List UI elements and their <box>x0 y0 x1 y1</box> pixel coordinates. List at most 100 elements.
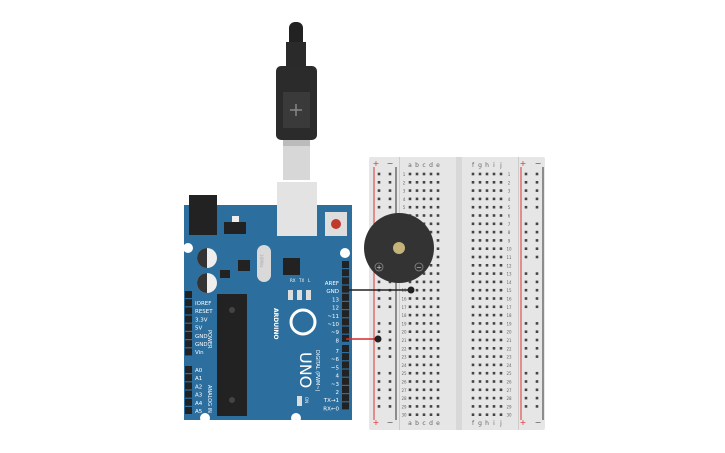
rail-hole[interactable] <box>388 297 392 300</box>
rail-hole[interactable] <box>377 380 381 383</box>
breadboard-hole[interactable] <box>408 338 412 342</box>
breadboard-hole[interactable] <box>499 305 503 309</box>
breadboard-hole[interactable] <box>478 181 482 184</box>
header-pin[interactable] <box>342 277 349 285</box>
header-pin[interactable] <box>185 299 192 307</box>
rail-hole[interactable] <box>377 297 381 300</box>
breadboard-hole[interactable] <box>485 347 489 350</box>
rail-hole[interactable] <box>535 405 539 408</box>
breadboard-hole[interactable] <box>492 272 496 275</box>
rail-hole[interactable] <box>535 330 539 333</box>
breadboard-hole[interactable] <box>492 230 496 234</box>
rail-hole[interactable] <box>388 305 392 309</box>
wire-pin8-end[interactable] <box>374 335 382 343</box>
breadboard-hole[interactable] <box>492 371 496 375</box>
breadboard-hole[interactable] <box>422 272 426 275</box>
breadboard-hole[interactable] <box>436 189 440 192</box>
breadboard-hole[interactable] <box>478 288 482 292</box>
breadboard-hole[interactable] <box>422 214 426 217</box>
breadboard-hole[interactable] <box>485 363 489 367</box>
breadboard-hole[interactable] <box>471 280 475 284</box>
rail-hole[interactable] <box>535 322 539 325</box>
breadboard-hole[interactable] <box>485 338 489 342</box>
breadboard-hole[interactable] <box>422 330 426 333</box>
breadboard-hole[interactable] <box>492 288 496 292</box>
breadboard-hole[interactable] <box>408 413 412 416</box>
header-pin[interactable] <box>185 291 192 298</box>
breadboard-hole[interactable] <box>492 264 496 267</box>
breadboard-hole[interactable] <box>492 222 496 226</box>
rail-hole[interactable] <box>388 181 392 184</box>
rail-hole[interactable] <box>377 347 381 350</box>
breadboard-hole[interactable] <box>478 255 482 259</box>
breadboard-hole[interactable] <box>429 297 433 300</box>
header-pin[interactable] <box>342 318 349 326</box>
breadboard-hole[interactable] <box>422 396 426 400</box>
breadboard-hole[interactable] <box>429 305 433 309</box>
breadboard-hole[interactable] <box>471 380 475 383</box>
breadboard-hole[interactable] <box>436 172 440 176</box>
header-pin[interactable] <box>185 332 192 339</box>
breadboard-hole[interactable] <box>499 347 503 350</box>
rail-hole[interactable] <box>377 405 381 408</box>
breadboard-hole[interactable] <box>422 380 426 383</box>
breadboard-hole[interactable] <box>499 355 503 358</box>
breadboard-hole[interactable] <box>429 322 433 325</box>
rail-hole[interactable] <box>377 355 381 358</box>
breadboard-hole[interactable] <box>429 338 433 342</box>
breadboard-hole[interactable] <box>422 181 426 184</box>
rail-hole[interactable] <box>524 255 528 259</box>
breadboard-hole[interactable] <box>408 405 412 408</box>
rail-hole[interactable] <box>388 355 392 358</box>
breadboard-hole[interactable] <box>492 396 496 400</box>
breadboard-hole[interactable] <box>436 255 440 259</box>
header-pin[interactable] <box>185 398 192 406</box>
breadboard-hole[interactable] <box>429 363 433 367</box>
breadboard-hole[interactable] <box>415 214 419 217</box>
breadboard-hole[interactable] <box>499 413 503 416</box>
breadboard-hole[interactable] <box>436 313 440 317</box>
rail-hole[interactable] <box>388 380 392 383</box>
rail-hole[interactable] <box>535 205 539 209</box>
breadboard-hole[interactable] <box>436 371 440 375</box>
breadboard-hole[interactable] <box>478 305 482 309</box>
header-pin[interactable] <box>185 382 192 390</box>
usb-cable[interactable] <box>276 22 317 180</box>
rail-hole[interactable] <box>535 197 539 201</box>
breadboard-hole[interactable] <box>422 388 426 392</box>
rail-hole[interactable] <box>377 181 381 184</box>
rail-hole[interactable] <box>524 189 528 192</box>
rail-hole[interactable] <box>524 205 528 209</box>
rail-hole[interactable] <box>377 396 381 400</box>
rail-hole[interactable] <box>377 189 381 192</box>
breadboard-hole[interactable] <box>415 396 419 400</box>
rail-hole[interactable] <box>524 181 528 184</box>
breadboard-hole[interactable] <box>478 264 482 267</box>
breadboard-hole[interactable] <box>485 388 489 392</box>
arduino-uno[interactable]: IOREFRESET3.3V5VGNDGNDVinA0A1A2A3A4A5ARE… <box>183 182 352 423</box>
breadboard-hole[interactable] <box>499 230 503 234</box>
breadboard-hole[interactable] <box>471 272 475 275</box>
breadboard-hole[interactable] <box>436 264 440 267</box>
breadboard-hole[interactable] <box>436 338 440 342</box>
breadboard-hole[interactable] <box>485 413 489 416</box>
breadboard-hole[interactable] <box>485 214 489 217</box>
breadboard-hole[interactable] <box>471 239 475 242</box>
breadboard-hole[interactable] <box>492 338 496 342</box>
breadboard-hole[interactable] <box>485 197 489 201</box>
breadboard-hole[interactable] <box>436 288 440 292</box>
breadboard-hole[interactable] <box>471 247 475 250</box>
breadboard-hole[interactable] <box>415 347 419 350</box>
breadboard-hole[interactable] <box>471 347 475 350</box>
breadboard-hole[interactable] <box>485 264 489 267</box>
breadboard-hole[interactable] <box>436 181 440 184</box>
breadboard-hole[interactable] <box>429 355 433 358</box>
header-pin[interactable] <box>342 285 349 293</box>
breadboard-hole[interactable] <box>429 330 433 333</box>
breadboard-hole[interactable] <box>499 313 503 317</box>
breadboard-hole[interactable] <box>471 322 475 325</box>
breadboard-hole[interactable] <box>492 330 496 333</box>
breadboard-hole[interactable] <box>499 181 503 184</box>
